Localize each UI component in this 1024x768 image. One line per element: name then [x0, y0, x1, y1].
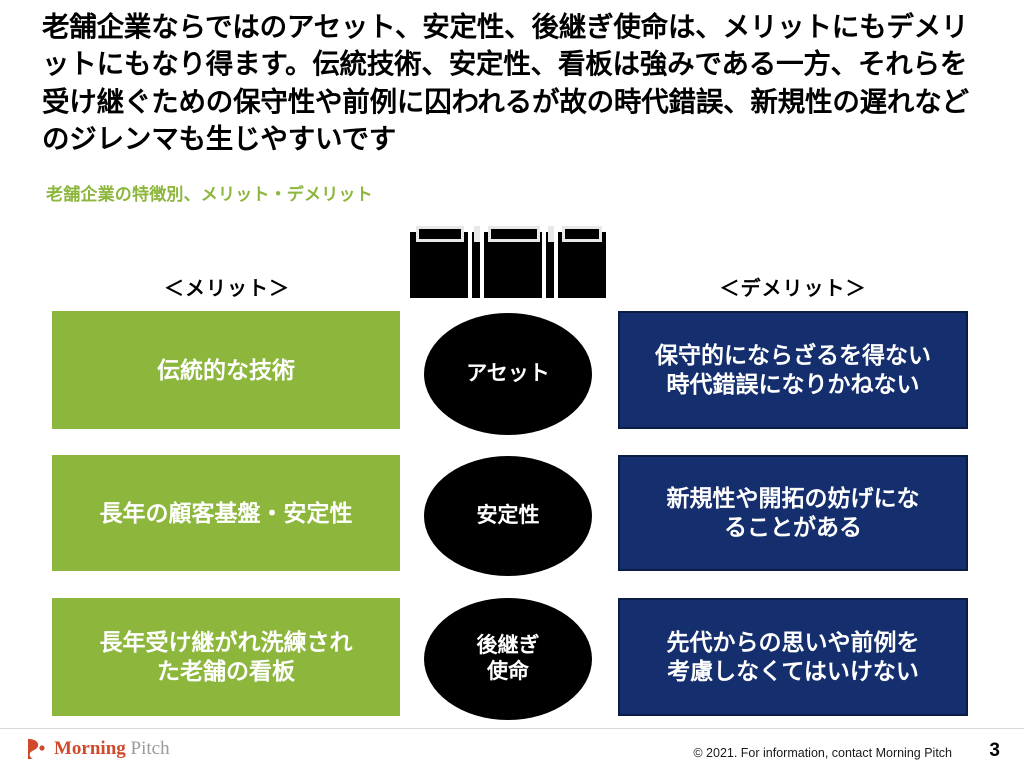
demerit-box: 先代からの思いや前例を 考慮しなくてはいけない: [618, 598, 968, 716]
morning-pitch-mark-icon: [28, 739, 45, 759]
top-cropped-graphic: [410, 226, 606, 298]
logo-morning-text: Morning: [54, 738, 126, 759]
merit-box: 長年受け継がれ洗練され た老舗の看板: [52, 598, 400, 716]
footer-divider: [0, 728, 1024, 729]
topic-ellipse: 後継ぎ 使命: [424, 598, 592, 720]
slide-subtitle: 老舗企業の特徴別、メリット・デメリット: [46, 185, 373, 204]
logo-wordmark: Morning Pitch: [54, 738, 170, 760]
demerit-box: 保守的にならざるを得ない 時代錯誤になりかねない: [618, 311, 968, 429]
copyright-notice: © 2021. For information, contact Morning…: [693, 746, 952, 760]
merit-box: 長年の顧客基盤・安定性: [52, 455, 400, 571]
morning-pitch-logo: Morning Pitch: [28, 738, 170, 760]
column-header-demerit: ＜デメリット＞: [719, 278, 867, 300]
page-number: 3: [989, 740, 1000, 761]
topic-ellipse: アセット: [424, 313, 592, 435]
topic-ellipse: 安定性: [424, 456, 592, 576]
merit-box: 伝統的な技術: [52, 311, 400, 429]
column-header-merit: ＜メリット＞: [164, 278, 290, 300]
demerit-box: 新規性や開拓の妨げにな ることがある: [618, 455, 968, 571]
logo-pitch-text: Pitch: [130, 738, 170, 759]
slide-headline: 老舗企業ならではのアセット、安定性、後継ぎ使命は、メリットにもデメリットにもなり…: [42, 11, 969, 155]
